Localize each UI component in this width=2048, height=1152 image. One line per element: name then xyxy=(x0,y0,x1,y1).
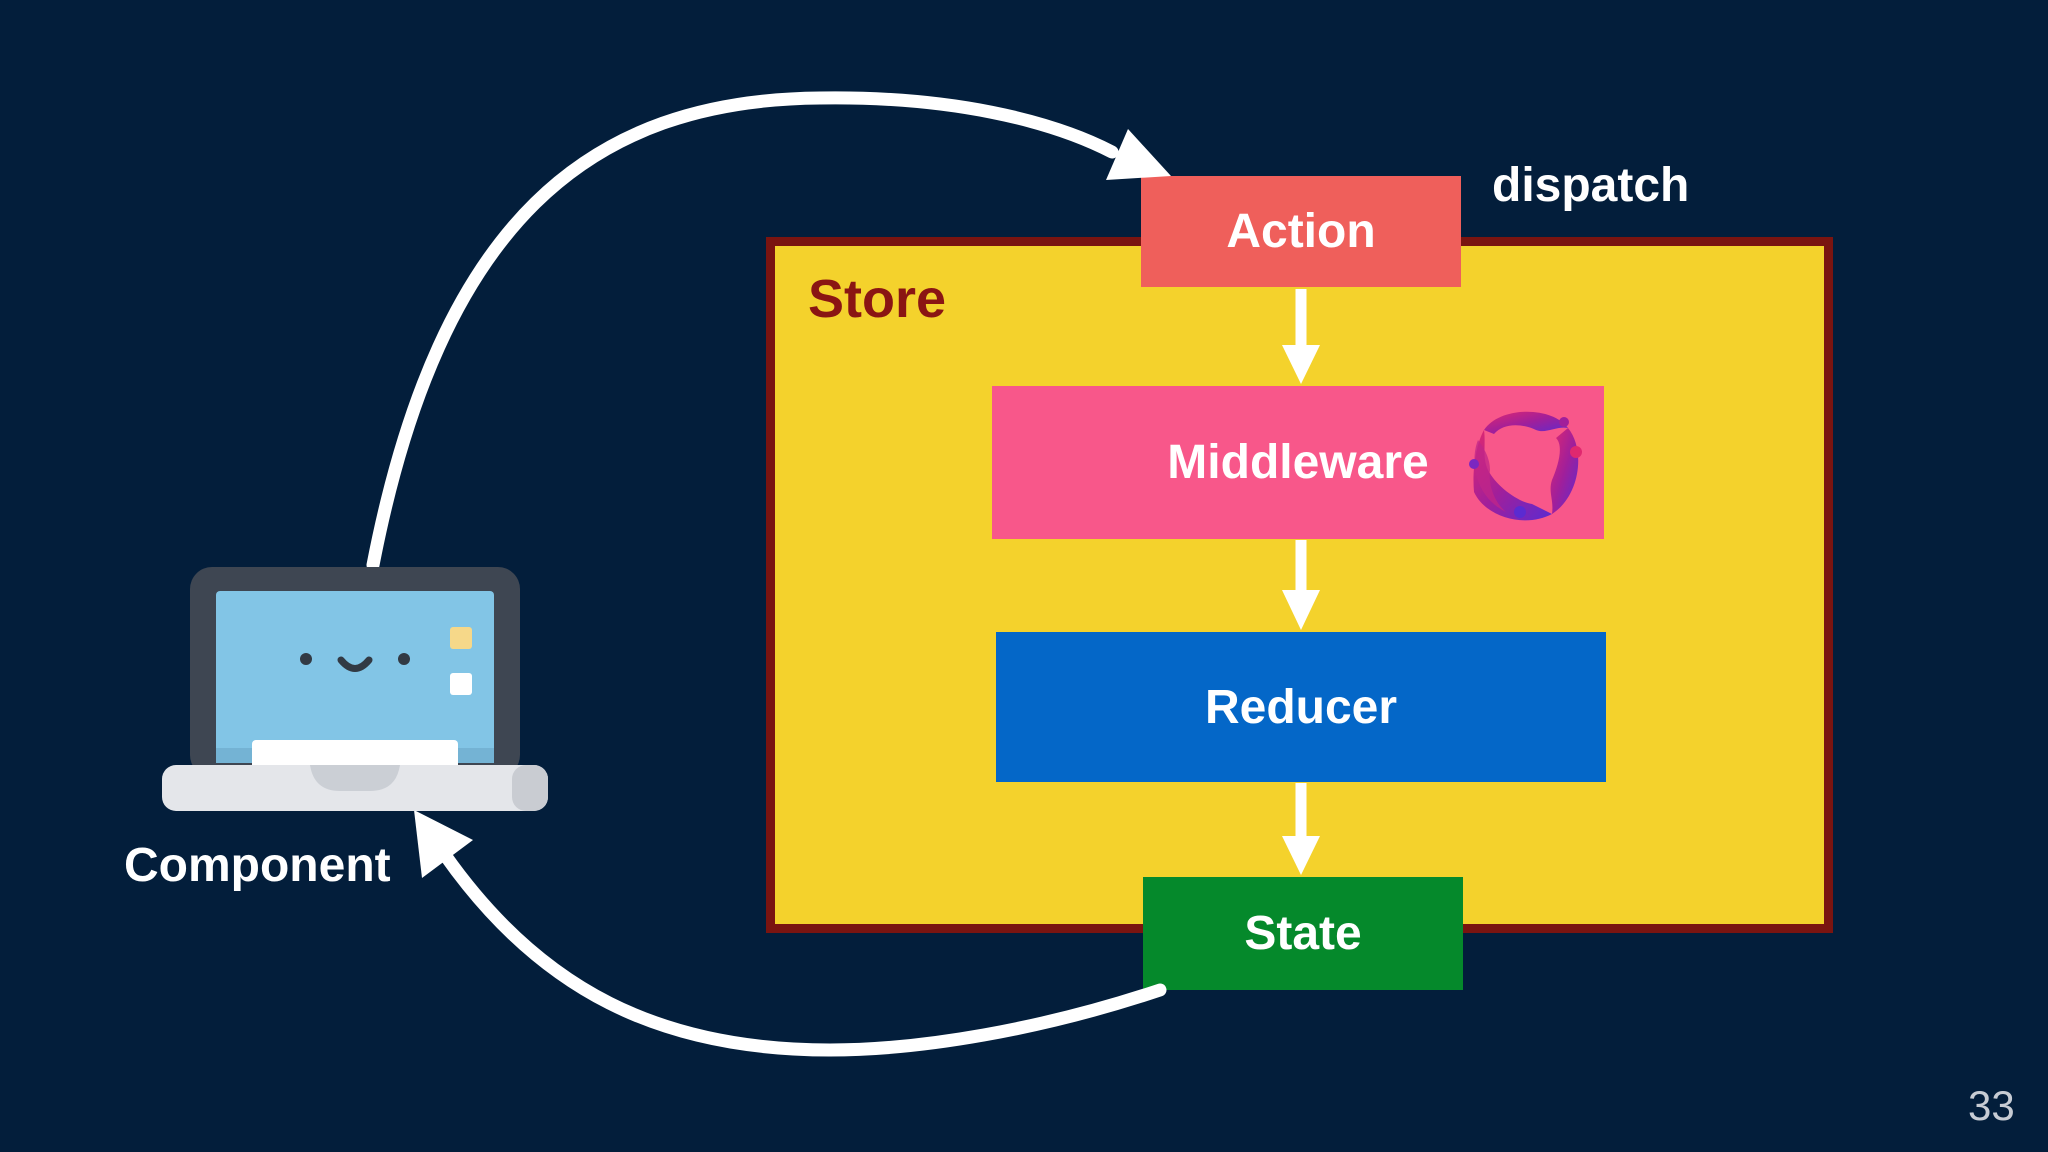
component-label: Component xyxy=(124,839,391,892)
state-box: State xyxy=(1143,877,1463,990)
dispatch-curve-arrow xyxy=(366,91,1119,572)
dispatch-label: dispatch xyxy=(1492,159,1690,212)
laptop-icon xyxy=(162,567,548,811)
redux-saga-logo-icon xyxy=(1469,411,1582,521)
reducer-label: Reducer xyxy=(1204,680,1398,734)
action-label: Action xyxy=(1226,205,1376,258)
middleware-label: Middleware xyxy=(1167,436,1429,489)
reducer-box: Reducer xyxy=(996,632,1606,782)
state-to-component-curve-arrow xyxy=(438,848,1167,1057)
action-to-middleware-arrowhead xyxy=(1282,345,1320,384)
state-to-component-arrowhead xyxy=(414,810,473,878)
middleware-to-reducer-arrowhead xyxy=(1282,590,1320,630)
page-number: 33 xyxy=(1968,1082,2015,1129)
reducer-to-state-arrowhead xyxy=(1282,836,1320,875)
state-label: State xyxy=(1244,907,1362,960)
dispatch-arrowhead xyxy=(1106,129,1171,180)
action-box: Action xyxy=(1141,176,1461,287)
store-label: Store xyxy=(808,269,947,329)
